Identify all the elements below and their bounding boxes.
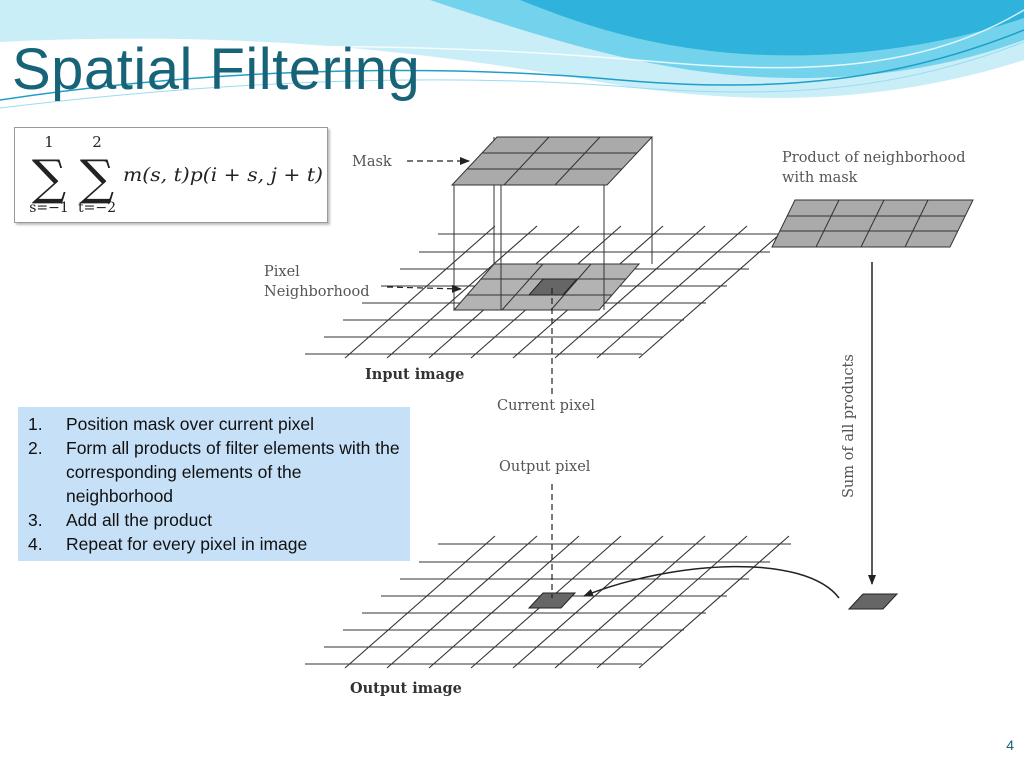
step-text: Form all products of filter elements wit… [66, 438, 400, 506]
sum2-upper: 2 [92, 133, 102, 151]
current-pixel-label: Current pixel [497, 398, 595, 414]
wave-band [520, 0, 1024, 56]
output-pixel-label: Output pixel [499, 459, 591, 475]
sum1-upper: 1 [44, 133, 54, 151]
product-label-line2: with mask [782, 170, 858, 186]
step-item: 1. Position mask over current pixel [28, 412, 400, 436]
product-grid [771, 199, 974, 248]
mask [450, 136, 654, 186]
sum2-lower: t=−2 [78, 200, 116, 216]
step-text: Position mask over current pixel [66, 414, 315, 434]
step-number: 3. [28, 510, 43, 530]
sum2-symbol: ∑ [80, 150, 114, 206]
step-text: Add all the product [66, 510, 212, 530]
sum1-symbol: ∑ [32, 150, 66, 206]
mask-label: Mask [352, 154, 392, 170]
step-number: 1. [28, 414, 43, 434]
sum-result-cell [847, 593, 899, 610]
step-item: 2. Form all products of filter elements w… [28, 436, 400, 508]
step-item: 3. Add all the product [28, 508, 400, 532]
step-item: 4. Repeat for every pixel in image [28, 532, 400, 556]
steps-list: 1. Position mask over current pixel 2. For… [28, 412, 400, 556]
wave-line-2 [0, 41, 1024, 109]
formula-box: 1 ∑ s=−1 2 ∑ t=−2 m(s, t)p(i + s, j + t) [14, 127, 328, 223]
product-label-line1: Product of neighborhood [782, 150, 966, 166]
step-number: 2. [28, 438, 43, 458]
output-image-label: Output image [350, 680, 462, 697]
dashed-arrows [386, 157, 553, 598]
pixel-label: Pixel [264, 264, 300, 280]
wave-line-1 [0, 29, 1024, 101]
input-image-label: Input image [365, 366, 464, 383]
output-pixel-cell [527, 592, 577, 609]
slide-title: Spatial Filtering [12, 37, 421, 102]
sum1-lower: s=−1 [29, 200, 69, 216]
page-number: 4 [1006, 737, 1014, 753]
formula-body: m(s, t)p(i + s, j + t) [123, 164, 323, 186]
background-waves [0, 0, 1024, 109]
result-curved-arrow [583, 565, 840, 599]
step-number: 4. [28, 534, 43, 554]
steps-box: 1. Position mask over current pixel 2. For… [18, 407, 410, 561]
wave-line-3 [39, 9, 1024, 69]
neighborhood-label: Neighborhood [264, 284, 370, 300]
spatial-filter-diagram: Mask Product of neighborhood with mask P… [264, 136, 974, 697]
step-text: Repeat for every pixel in image [66, 534, 308, 554]
current-pixel-cell [527, 278, 579, 296]
sum-of-products-label: Sum of all products [841, 354, 857, 498]
